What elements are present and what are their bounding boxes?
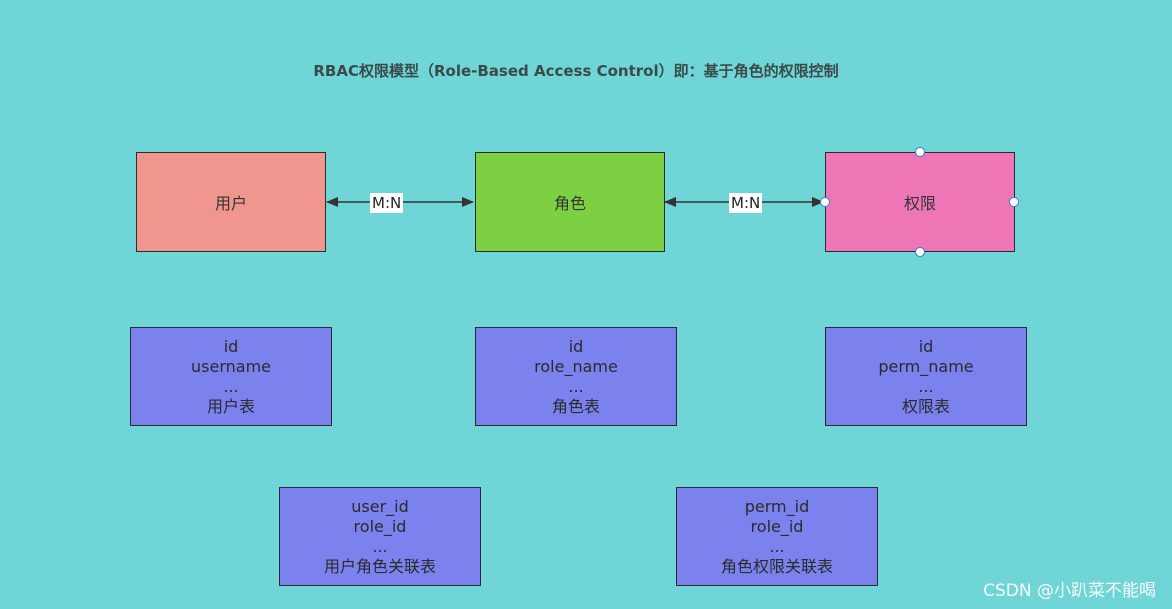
table-field: perm_id: [744, 496, 810, 516]
selection-handle-top[interactable]: [915, 147, 925, 157]
table-field: id: [568, 336, 584, 356]
user-table-box[interactable]: id username ... 用户表: [130, 327, 332, 426]
table-field: ...: [223, 376, 239, 396]
table-name: 角色表: [551, 396, 600, 416]
permission-entity-box[interactable]: 权限: [825, 152, 1015, 252]
table-field: ...: [918, 376, 934, 396]
table-field: role_id: [353, 516, 407, 536]
user-entity-box[interactable]: 用户: [136, 152, 326, 252]
diagram-title: RBAC权限模型（Role-Based Access Control）即：基于角…: [313, 62, 839, 80]
role-permission-table-box[interactable]: perm_id role_id ... 角色权限关联表: [676, 487, 878, 586]
table-field: ...: [769, 536, 785, 556]
table-name: 用户表: [206, 396, 255, 416]
role-permission-cardinality: M:N: [729, 193, 763, 213]
user-role-table-box[interactable]: user_id role_id ... 用户角色关联表: [279, 487, 481, 586]
table-name: 用户角色关联表: [323, 556, 436, 576]
table-name: 权限表: [901, 396, 950, 416]
table-field: role_id: [750, 516, 804, 536]
role-entity-label: 角色: [553, 194, 586, 213]
permission-table-box[interactable]: id perm_name ... 权限表: [825, 327, 1027, 426]
table-field: user_id: [351, 496, 409, 516]
table-field: ...: [372, 536, 388, 556]
table-field: role_name: [534, 356, 618, 376]
table-field: username: [191, 356, 271, 376]
table-field: perm_name: [878, 356, 974, 376]
table-name: 角色权限关联表: [720, 556, 833, 576]
selection-handle-right[interactable]: [1009, 197, 1019, 207]
table-field: id: [918, 336, 934, 356]
selection-handle-left[interactable]: [820, 197, 830, 207]
watermark-text: CSDN @小趴菜不能喝: [983, 581, 1156, 601]
selection-handle-bottom[interactable]: [915, 247, 925, 257]
table-field: ...: [568, 376, 584, 396]
table-field: id: [223, 336, 239, 356]
permission-entity-label: 权限: [903, 194, 936, 213]
user-entity-label: 用户: [214, 194, 247, 213]
role-table-box[interactable]: id role_name ... 角色表: [475, 327, 677, 426]
user-role-cardinality: M:N: [370, 193, 404, 213]
role-entity-box[interactable]: 角色: [475, 152, 665, 252]
